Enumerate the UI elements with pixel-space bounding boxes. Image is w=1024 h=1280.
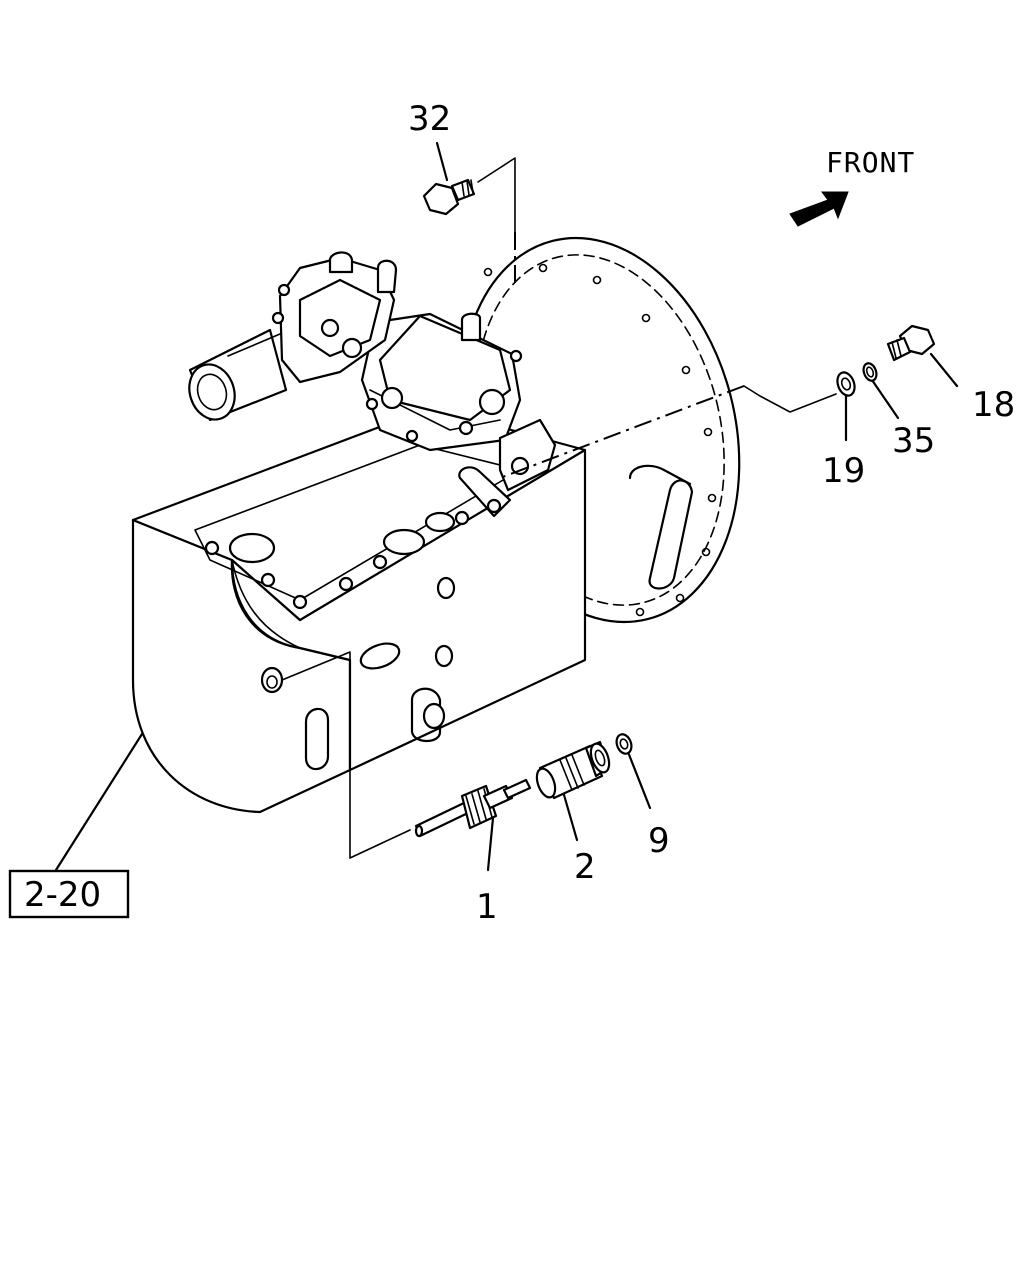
- callout-18: 18: [972, 385, 1015, 425]
- leader-lines: [54, 141, 959, 872]
- callout-32: 32: [408, 99, 451, 139]
- callout-1: 1: [476, 887, 498, 927]
- bolt-18: [886, 324, 936, 362]
- washer-35: [862, 362, 878, 382]
- callout-19: 19: [822, 451, 865, 491]
- shift-control-unit: [360, 312, 557, 518]
- callout-9: 9: [648, 821, 670, 861]
- callout-2: 2: [574, 847, 596, 887]
- sleeve-2: [535, 740, 611, 800]
- front-arrow-icon: [789, 191, 849, 227]
- reference-box-frame: [8, 869, 130, 919]
- callout-35: 35: [892, 421, 935, 461]
- front-label: FRONT: [826, 146, 915, 179]
- reference-box-2-20[interactable]: 2-20: [24, 875, 101, 915]
- bolt-32: [422, 178, 476, 216]
- washer-19: [836, 371, 856, 397]
- transmission-assembly: [131, 236, 741, 814]
- o-ring-9: [615, 733, 633, 755]
- pto-unit: [188, 251, 398, 422]
- speedometer-shaft-1: [414, 778, 532, 838]
